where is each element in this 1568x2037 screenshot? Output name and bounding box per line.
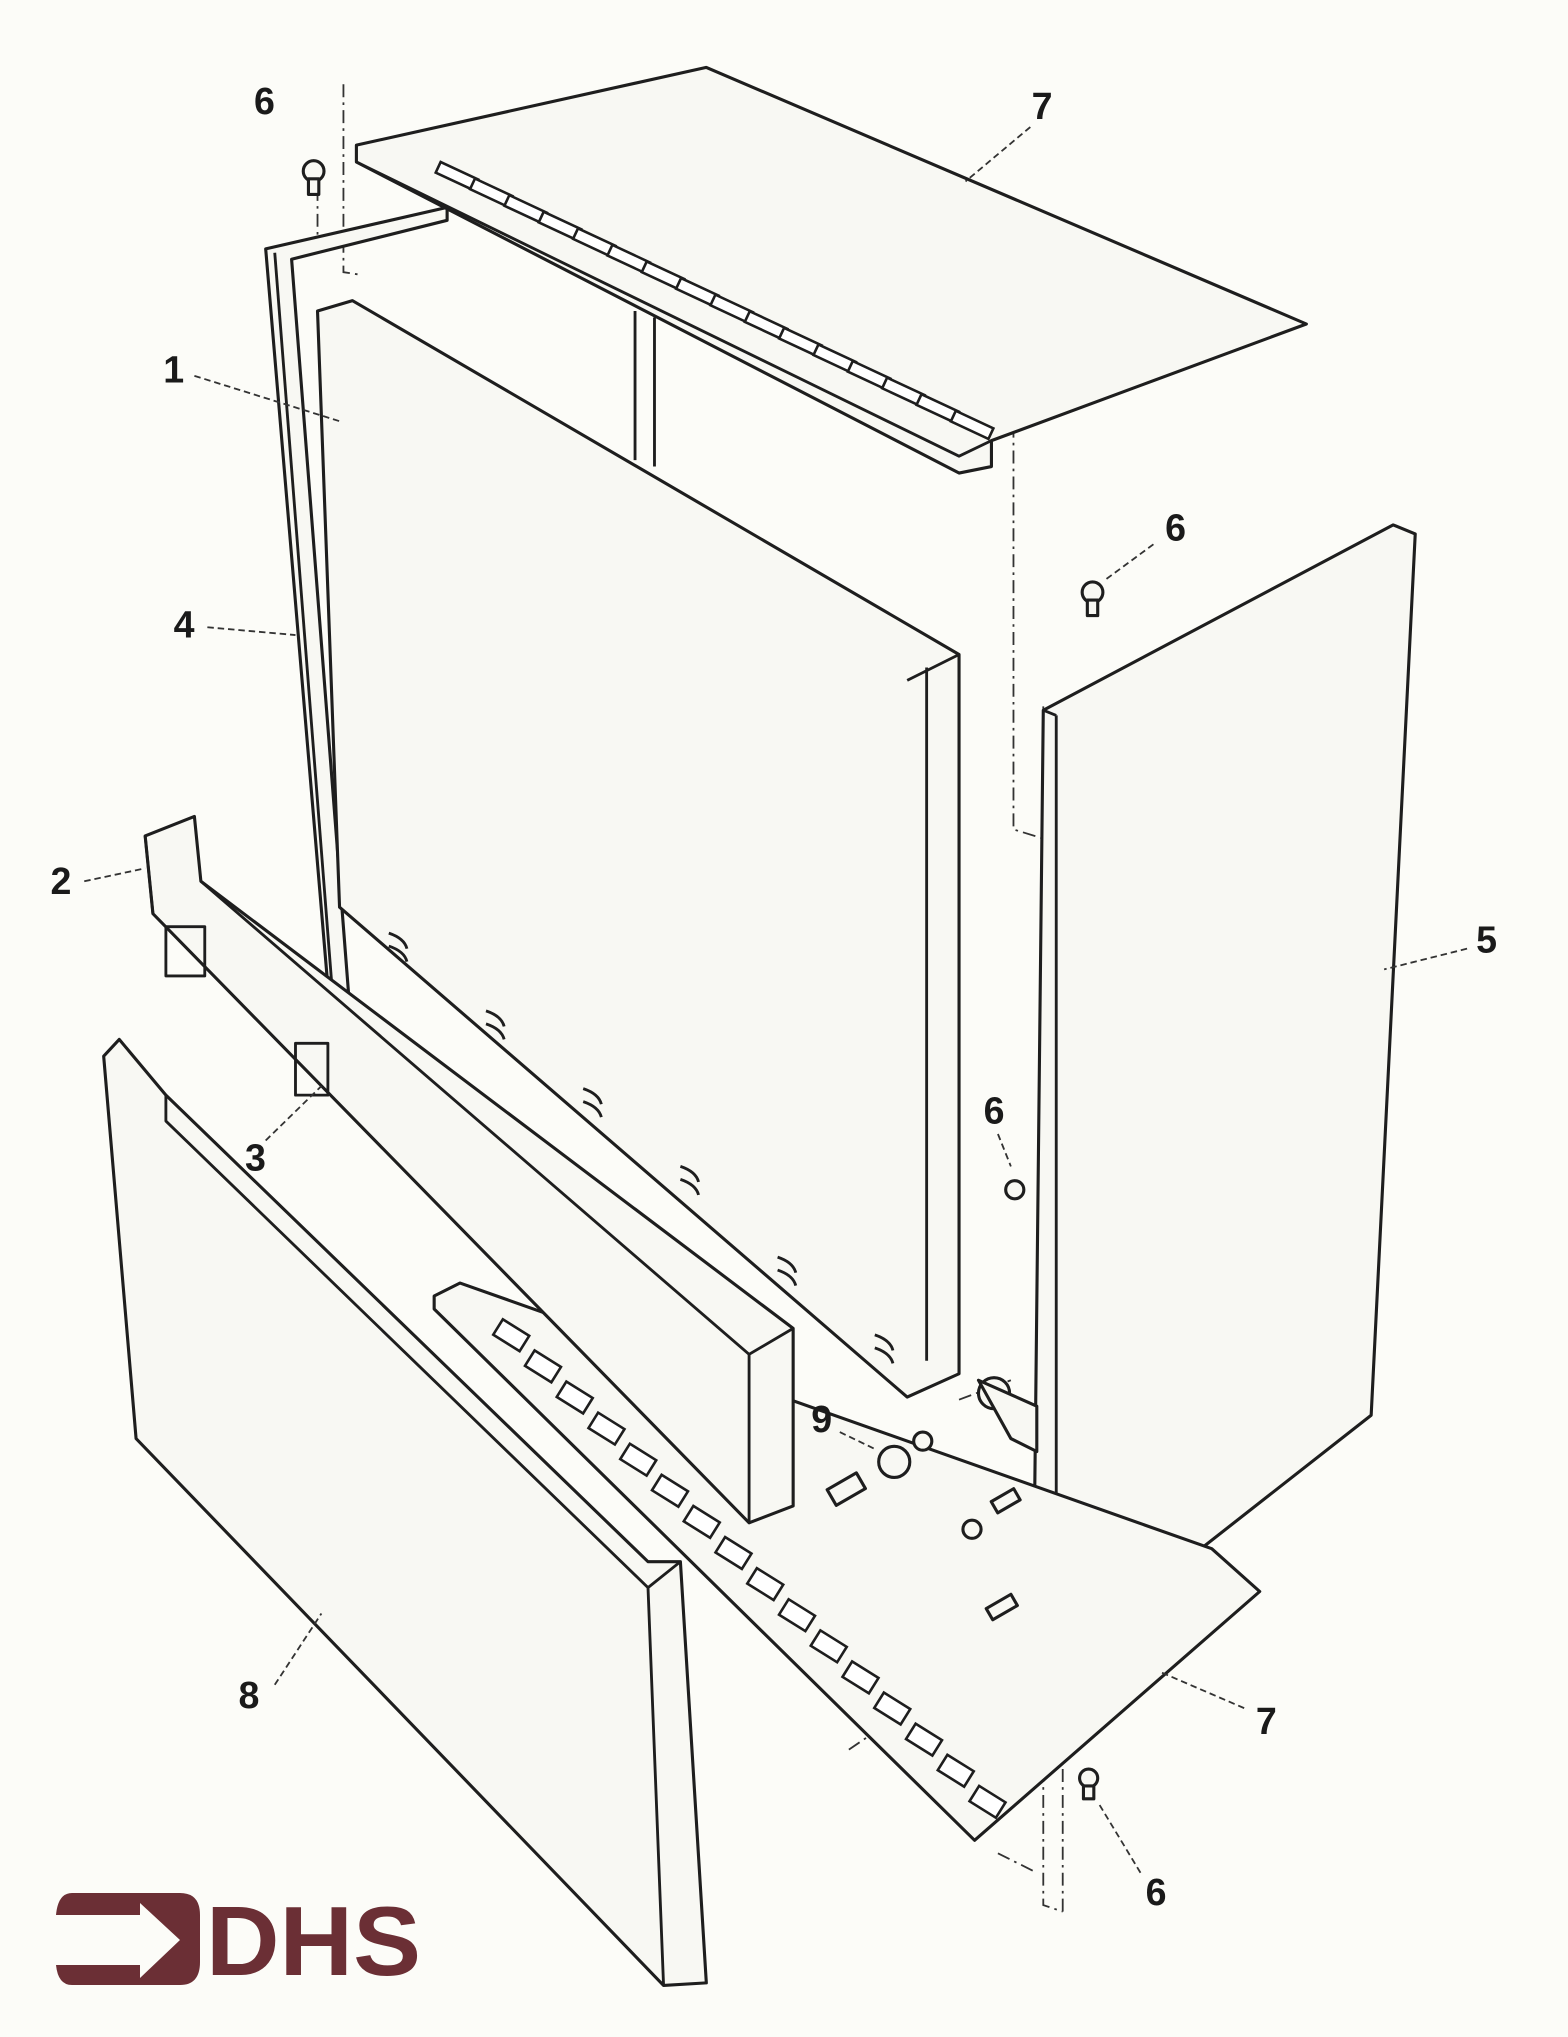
- vent-slot: [840, 1659, 881, 1696]
- callout-5: 5: [1476, 919, 1497, 961]
- clip: [388, 931, 409, 963]
- front-bracket: [143, 814, 795, 1525]
- bottom-plate: [432, 1281, 1262, 1842]
- inner-panel: [315, 299, 961, 1399]
- front-door: [102, 1037, 708, 1988]
- vent-slot: [554, 1379, 595, 1416]
- vent-slot: [713, 1535, 754, 1571]
- mounting-hardware: [825, 1376, 1039, 1622]
- leader-lines: [84, 126, 1468, 1874]
- vent-slot: [872, 1690, 913, 1727]
- vent-slot: [681, 1504, 722, 1540]
- top-cover: [354, 65, 1308, 475]
- callout-6: 6: [1165, 506, 1186, 548]
- callout-3: 3: [245, 1136, 266, 1178]
- vent-slot: [650, 1473, 690, 1509]
- screw-icon: [301, 159, 326, 196]
- top-cover-vents: [433, 160, 996, 441]
- clip: [874, 1333, 895, 1364]
- clip: [485, 1009, 506, 1040]
- callout-6: 6: [254, 80, 275, 122]
- vent-slot: [745, 1566, 786, 1602]
- callout-8: 8: [238, 1674, 259, 1716]
- callout-7: 7: [1032, 85, 1053, 127]
- callout-4: 4: [174, 604, 195, 646]
- vent-slot: [491, 1317, 532, 1353]
- vent-slot: [777, 1597, 817, 1633]
- clip: [777, 1255, 798, 1287]
- logo-text: DHS: [206, 1886, 421, 1996]
- callout-7: 7: [1256, 1700, 1277, 1742]
- bracket-badge: [164, 925, 207, 978]
- callout-1: 1: [163, 348, 184, 390]
- clip: [679, 1165, 700, 1196]
- vent-slot: [935, 1752, 976, 1789]
- vent-slot: [808, 1628, 849, 1665]
- screw-icon: [1078, 1767, 1100, 1801]
- side-panel: [1031, 523, 1417, 1671]
- dhs-logo: DHS: [56, 1886, 421, 1996]
- bottom-plate-vents: [491, 1317, 1008, 1820]
- screw-icon: [1004, 1179, 1026, 1201]
- panel-clips: [388, 931, 895, 1364]
- callout-6: 6: [984, 1090, 1005, 1132]
- vent-slot: [618, 1441, 659, 1478]
- screw-icon: [1080, 580, 1105, 618]
- callout-9: 9: [811, 1398, 832, 1440]
- vent-slot: [586, 1410, 627, 1447]
- callout-2: 2: [51, 860, 72, 902]
- vent-slot: [904, 1721, 944, 1758]
- vent-slot: [523, 1348, 563, 1385]
- vent-slot: [967, 1784, 1008, 1820]
- callout-6: 6: [1146, 1871, 1167, 1913]
- clip: [582, 1087, 603, 1118]
- vent-slot: [949, 409, 996, 441]
